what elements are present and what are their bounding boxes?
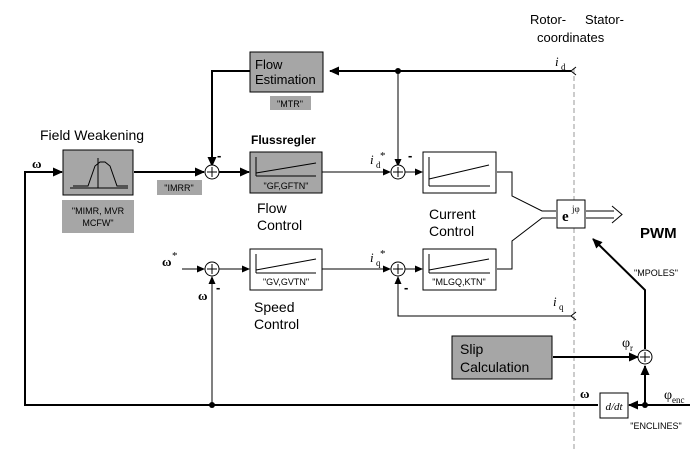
id-star-asterisk: * xyxy=(380,150,386,162)
phi-r-sub-label: r xyxy=(630,343,633,353)
imrr-param-label: "IMRR" xyxy=(164,183,193,193)
phi-r-label: φ xyxy=(622,336,630,351)
slip-calculation-line2: Calculation xyxy=(460,359,529,375)
flux-summer-minus: - xyxy=(217,148,221,163)
sensor-input-arrowheads xyxy=(570,66,577,321)
phi-r-wire xyxy=(592,238,646,349)
current-control-label-line2: Control xyxy=(429,223,474,239)
stator-label: Stator- xyxy=(585,12,624,27)
coordinates-label: coordinates xyxy=(537,30,605,45)
iq-controller-block: "MLGQ,KTN" xyxy=(422,248,497,291)
speed-control-label-line1: Speed xyxy=(254,299,294,315)
flow-control-label-line1: Flow xyxy=(257,200,287,216)
iq-summer xyxy=(390,261,406,277)
iq-summer-minus: - xyxy=(404,280,408,295)
derivative-block: d/dt xyxy=(599,392,629,419)
field-weakening-param-line1: "MIMR, MVR xyxy=(72,206,125,216)
speed-controller-param: "GV,GVTN" xyxy=(263,277,309,287)
flow-estimation-block: Flow Estimation xyxy=(249,51,324,93)
summing-junctions xyxy=(204,164,653,365)
id-label: i xyxy=(555,54,559,69)
omega-encoder-label: ω xyxy=(580,386,590,401)
encllines-label: "ENCLINES" xyxy=(630,421,681,431)
omega-input-label: ω xyxy=(32,156,42,171)
speed-summer xyxy=(204,261,220,277)
field-weakening-param-line2: MCFW" xyxy=(82,218,113,228)
derivative-text: d/dt xyxy=(605,401,623,413)
flow-control-label-line2: Control xyxy=(257,217,302,233)
flow-estimation-line1: Flow xyxy=(255,57,283,72)
speed-controller-block: "GV,GVTN" xyxy=(249,248,323,291)
rotation-block: e jφ xyxy=(556,199,586,229)
id-summer xyxy=(390,164,406,180)
id-controller-block xyxy=(422,151,497,194)
vq-wire xyxy=(497,217,556,270)
vd-wire xyxy=(497,171,556,212)
slip-calculation-line1: Slip xyxy=(460,341,484,357)
iq-star-sub-label: q xyxy=(376,258,381,268)
id-sub-label: d xyxy=(561,62,566,72)
phi-enc-sub-label: enc xyxy=(672,395,685,405)
speed-summer-minus: - xyxy=(216,280,220,295)
speed-control-label-line2: Control xyxy=(254,316,299,332)
signal-labels: i d i q i d * i q * ω ω * ω ω φ r φ enc … xyxy=(32,54,685,405)
phi-enc-label: φ xyxy=(664,388,672,403)
field-weakening-param-box xyxy=(62,200,134,233)
omega-star-asterisk: * xyxy=(172,250,178,262)
omega-feedback-label: ω xyxy=(198,288,208,303)
flussregler-title: Flussregler xyxy=(251,133,316,147)
field-weakening-block xyxy=(62,149,134,196)
mtr-param-box xyxy=(270,96,311,110)
omega-star-label: ω xyxy=(162,254,172,269)
phi-summer xyxy=(637,349,653,365)
rotor-label: Rotor- xyxy=(530,12,566,27)
flow-estimation-line2: Estimation xyxy=(255,72,316,87)
id-star-sub-label: d xyxy=(376,160,381,170)
iq-feedback-wire xyxy=(394,276,571,317)
id-summer-minus: - xyxy=(408,148,412,163)
iq-label: i xyxy=(553,294,557,309)
omega-loop-wire xyxy=(24,167,598,406)
current-control-label-line1: Current xyxy=(429,206,476,222)
iq-sub-label: q xyxy=(559,302,564,312)
mtr-param-label: "MTR" xyxy=(277,99,303,109)
rotation-exponent: jφ xyxy=(571,204,580,214)
pwm-label: PWM xyxy=(640,225,677,242)
slip-calculation-block: Slip Calculation xyxy=(451,335,553,380)
mpoles-label: "MPOLES" xyxy=(634,268,678,278)
flux-controller-block: "GF,GFTN" xyxy=(249,151,323,194)
signal-wires xyxy=(24,66,690,410)
rotation-base: e xyxy=(562,209,569,225)
flux-controller-param: "GF,GFTN" xyxy=(264,181,309,191)
iq-star-label: i xyxy=(370,250,374,265)
flux-estimate-wire xyxy=(207,70,250,167)
flux-summer xyxy=(204,164,220,180)
iq-controller-param: "MLGQ,KTN" xyxy=(432,277,485,287)
field-weakening-title: Field Weakening xyxy=(40,127,144,143)
junction-dots xyxy=(209,68,648,408)
imrr-param-box xyxy=(157,180,202,195)
iq-star-asterisk: * xyxy=(380,248,386,260)
id-star-label: i xyxy=(370,152,374,167)
pwm-output-arrow xyxy=(586,205,623,224)
